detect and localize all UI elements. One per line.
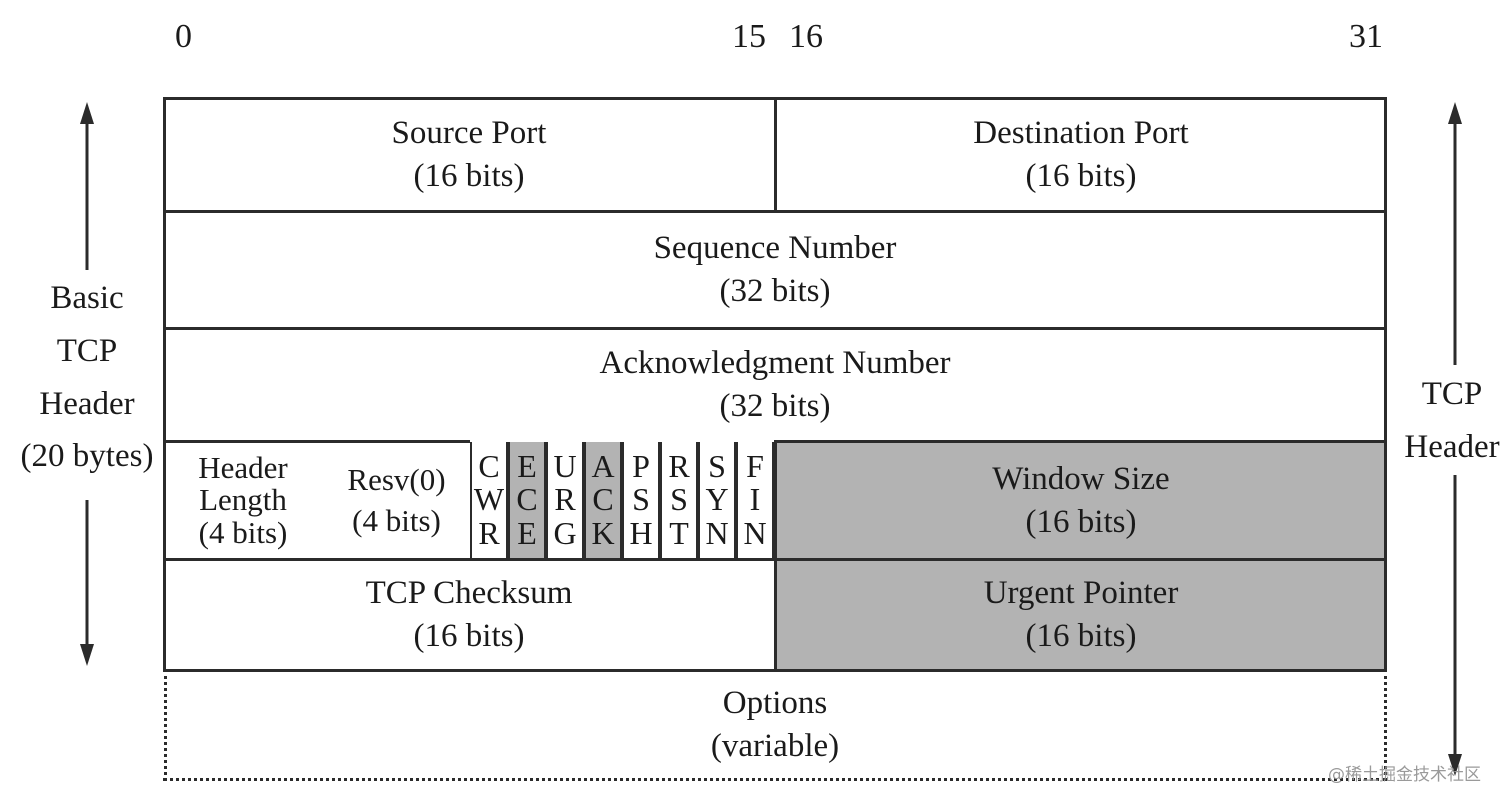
divider-row4-5: [774, 440, 777, 669]
divider-row1: [774, 97, 777, 210]
flag-ece-letter: E: [517, 447, 537, 484]
basic-header-line-3: Header: [39, 385, 135, 422]
flag-urg-letter: R: [554, 481, 576, 518]
basic-header-line-2: TCP: [56, 332, 118, 369]
tcp-header-line-2: Header: [1404, 428, 1500, 465]
basic-header-arrow: [80, 102, 94, 666]
flag-psh-letter: P: [632, 447, 650, 484]
tcp-header-arrow: [1448, 102, 1462, 776]
frame-right-line: [1384, 97, 1387, 669]
destination-port-name: Destination Port: [973, 115, 1189, 152]
urgent-pointer-name: Urgent Pointer: [983, 575, 1179, 612]
flag-ece-letter: E: [517, 514, 537, 551]
sequence-number-name: Sequence Number: [653, 230, 897, 267]
destination-port-size: (16 bits): [1025, 158, 1137, 194]
tcp-checksum-name: TCP Checksum: [365, 575, 573, 612]
urgent-pointer-field: Urgent Pointer (16 bits): [775, 558, 1387, 669]
flag-ack-letter: A: [591, 447, 615, 484]
source-port-size: (16 bits): [413, 158, 525, 194]
tcp-header-line-1: TCP: [1421, 376, 1483, 412]
flag-psh-letter: H: [629, 514, 653, 551]
flag-urg-letter: G: [553, 514, 577, 551]
header-length-field: Header Length (4 bits): [163, 440, 323, 558]
basic-header-line-1: Basic: [50, 280, 124, 316]
flag-cwr-letter: R: [478, 514, 500, 551]
sequence-number-size: (32 bits): [719, 273, 831, 309]
flag-ack-letter: K: [591, 514, 615, 551]
header-length-line-1: Header: [198, 449, 288, 485]
flag-urg-letter: U: [553, 447, 577, 484]
flag-syn-letter: N: [705, 514, 729, 551]
source-port-name: Source Port: [391, 115, 547, 152]
flag-syn-letter: S: [708, 447, 726, 484]
header-length-line-2: Length: [199, 482, 287, 518]
bit-label-15: 15: [732, 18, 766, 55]
tcp-header-label: TCP Header: [1392, 368, 1512, 474]
reserved-line-1: Resv(0): [347, 462, 446, 498]
bit-label-31: 31: [1349, 18, 1383, 55]
tcp-checksum-field: TCP Checksum (16 bits): [163, 558, 775, 669]
tcp-checksum-size: (16 bits): [413, 618, 525, 654]
window-size-size: (16 bits): [1025, 503, 1137, 540]
bit-label-16: 16: [789, 18, 823, 55]
reserved-line-2: (4 bits): [352, 502, 441, 538]
urgent-pointer-size: (16 bits): [1025, 618, 1137, 654]
flag-rst-letter: S: [670, 481, 688, 518]
basic-header-label: Basic TCP Header (20 bytes): [12, 272, 162, 483]
options-name: Options: [722, 685, 828, 722]
window-size-name: Window Size: [992, 460, 1170, 497]
header-length-line-3: (4 bits): [198, 514, 288, 550]
watermark: @稀土掘金技术社区: [1328, 765, 1481, 785]
acknowledgment-number-name: Acknowledgment Number: [599, 345, 951, 382]
header-end-line: [163, 669, 1387, 672]
acknowledgment-number-size: (32 bits): [719, 388, 831, 424]
flag-rst-letter: R: [668, 447, 690, 484]
sequence-number-field: Sequence Number (32 bits): [163, 210, 1387, 327]
acknowledgment-number-field: Acknowledgment Number (32 bits): [163, 327, 1387, 440]
options-right-dotted: [1384, 669, 1387, 781]
frame-left-line: [163, 97, 166, 669]
flag-fin-letter: N: [743, 514, 767, 551]
flag-cwr-letter: W: [473, 481, 505, 518]
window-size-field: Window Size (16 bits): [775, 440, 1387, 558]
flag-ece-letter: C: [516, 481, 538, 518]
flag-psh-letter: S: [632, 481, 650, 518]
options-field: Options (variable): [163, 669, 1387, 781]
flag-syn-letter: Y: [705, 481, 729, 518]
bit-label-0: 0: [175, 18, 192, 55]
flag-fin-letter: F: [746, 447, 764, 484]
flag-ack-letter: C: [592, 481, 614, 518]
basic-header-line-4: (20 bytes): [20, 438, 154, 475]
destination-port-field: Destination Port (16 bits): [775, 97, 1387, 210]
flag-cwr-letter: C: [478, 447, 500, 484]
options-size: (variable): [710, 728, 840, 764]
reserved-field: Resv(0) (4 bits): [323, 440, 470, 558]
flag-rst-letter: T: [669, 514, 689, 551]
options-left-dotted: [164, 669, 167, 781]
source-port-field: Source Port (16 bits): [163, 97, 775, 210]
flag-fin-letter: I: [749, 481, 761, 518]
